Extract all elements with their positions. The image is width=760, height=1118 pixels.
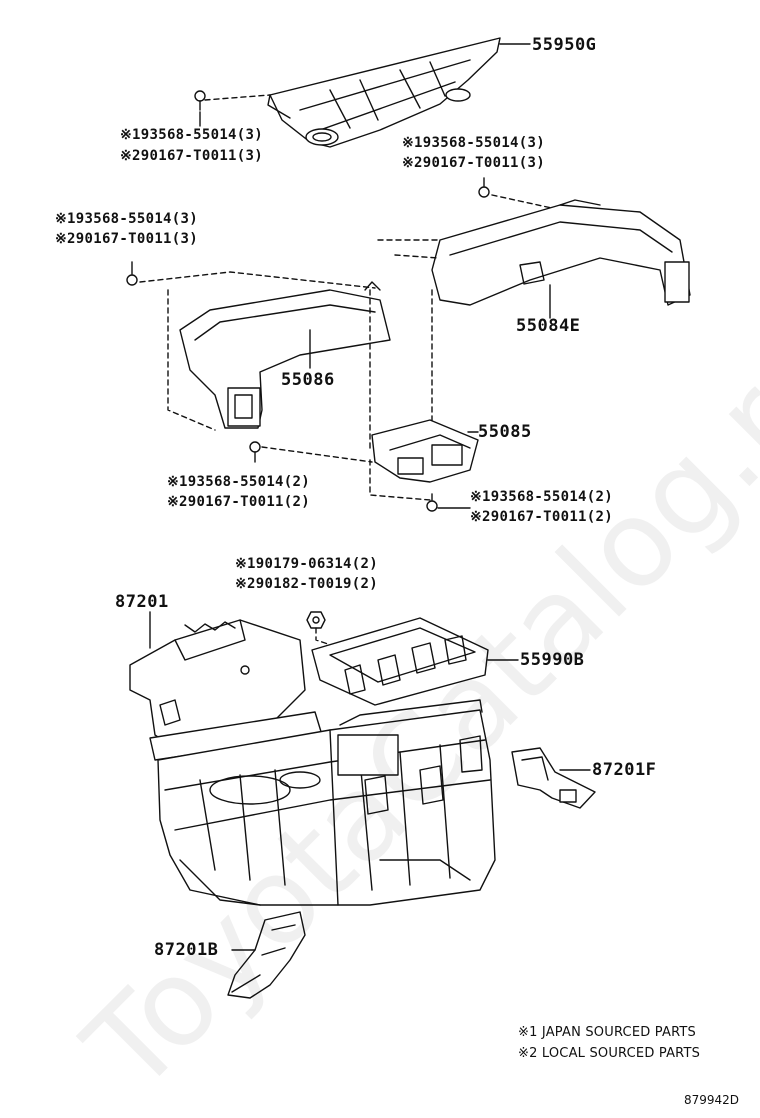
duct-55086 — [179, 281, 391, 429]
dashed-leader — [369, 459, 431, 501]
duct-87201F — [511, 747, 596, 809]
frame-55990B — [311, 617, 489, 706]
dashed-leader — [204, 94, 271, 101]
duct-55084E — [431, 199, 691, 306]
fastener-label: ※193568-55014(3) — [55, 211, 198, 227]
duct-55085 — [371, 419, 479, 483]
fastener-label: ※193568-55014(3) — [120, 127, 263, 143]
fastener-label: ※193568-55014(3) — [402, 135, 545, 151]
part-label-87201B: 87201B — [154, 940, 219, 960]
dashed-leader — [261, 446, 373, 463]
duct-87201B — [227, 911, 306, 999]
screw-icon — [426, 493, 438, 512]
fastener-label: ※290167-T0011(2) — [167, 494, 310, 510]
part-label-87201F: 87201F — [592, 760, 657, 780]
legend-local-sourced: ※2 LOCAL SOURCED PARTS — [518, 1046, 701, 1061]
dashed-leader — [167, 289, 216, 431]
screw-icon — [126, 261, 138, 286]
fastener-label: ※290167-T0011(3) — [55, 231, 198, 247]
screw-icon — [194, 90, 206, 111]
fastener-label: ※290167-T0011(3) — [120, 148, 263, 164]
duct-55950G — [267, 37, 501, 148]
screw-icon — [478, 177, 490, 198]
dashed-leader — [377, 239, 441, 259]
duct-87201 — [129, 619, 323, 761]
nut-icon — [306, 611, 326, 629]
illustration-code: 879942D — [684, 1093, 740, 1107]
fastener-label: ※193568-55014(2) — [470, 489, 613, 505]
dashed-leader — [139, 271, 376, 289]
fastener-label: ※290167-T0011(3) — [402, 155, 545, 171]
fastener-label: ※290167-T0011(2) — [470, 509, 613, 525]
fastener-label: ※193568-55014(2) — [167, 474, 310, 490]
legend-japan-sourced: ※1 JAPAN SOURCED PARTS — [518, 1025, 696, 1040]
part-label-55950G: 55950G — [532, 35, 597, 55]
part-label-55084E: 55084E — [516, 316, 581, 336]
part-label-55085: 55085 — [478, 422, 532, 442]
part-label-87201: 87201 — [115, 592, 169, 612]
hvac-unit — [157, 699, 496, 906]
fastener-label: ※290182-T0019(2) — [235, 576, 378, 592]
part-label-55990B: 55990B — [520, 650, 585, 670]
part-label-55086: 55086 — [281, 370, 335, 390]
fastener-label: ※190179-06314(2) — [235, 556, 378, 572]
screw-icon — [249, 441, 261, 463]
